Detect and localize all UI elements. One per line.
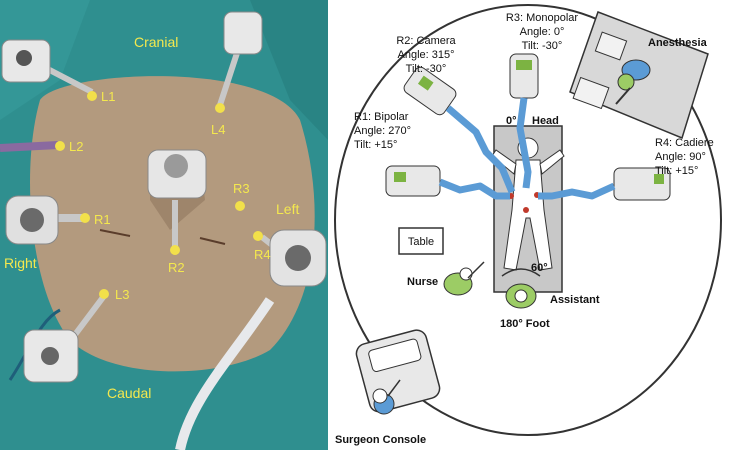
assistant-figure: 60° Assistant (501, 262, 600, 309)
trocar-right-large (5, 195, 82, 245)
arm-label-r1: R1: Bipolar Angle: 270° Tilt: +15° (354, 111, 411, 151)
arm-label-r4: R4: Cadiere Angle: 90° Tilt: +15° (655, 137, 714, 177)
svg-text:R2: R2 (168, 260, 185, 275)
svg-text:L2: L2 (69, 139, 83, 154)
back-table: Table (398, 227, 444, 255)
nurse-figure: Nurse (407, 261, 485, 296)
orientation-right: Right (4, 255, 37, 271)
svg-text:L4: L4 (211, 122, 225, 137)
svg-text:R3: R3 (233, 181, 250, 196)
robotic-arm-r2 (403, 66, 516, 194)
port-marker-R3: R3 (233, 181, 250, 211)
incision-line (99, 229, 131, 237)
port-dot (523, 207, 529, 213)
svg-text:R2: Camera: R2: Camera (396, 35, 456, 47)
svg-text:Tilt: -30°: Tilt: -30° (522, 40, 563, 52)
table-label: Table (408, 236, 434, 248)
anesthesia-station: Anesthesia (569, 11, 709, 140)
svg-text:L3: L3 (115, 287, 129, 302)
trocar-camera (147, 149, 207, 248)
foot-label: 180° Foot (500, 318, 550, 330)
port-marker-R2: R2 (168, 245, 185, 275)
svg-text:Tilt: -30°: Tilt: -30° (406, 63, 447, 75)
robotic-arm-r1 (385, 165, 510, 200)
port-marker-R4: R4 (253, 231, 271, 262)
orientation-cranial: Cranial (134, 34, 178, 50)
anesthesia-label: Anesthesia (648, 37, 708, 49)
or-layout-diagram: Anesthesia (334, 4, 722, 446)
trocar-bottom (23, 294, 107, 383)
irrigation-tube (175, 297, 275, 450)
assistant-label: Assistant (550, 294, 600, 306)
orientation-caudal: Caudal (107, 385, 151, 401)
operating-table (491, 125, 565, 293)
arm-label-r3: R3: Monopolar Angle: 0° Tilt: -30° (506, 12, 578, 52)
svg-text:R4: R4 (254, 247, 271, 262)
port-marker-L1: L1 (87, 89, 115, 104)
trocar-top-right (217, 11, 263, 106)
svg-text:R1: Bipolar: R1: Bipolar (354, 111, 409, 123)
port-marker-R1: R1 (80, 212, 111, 227)
room-boundary (334, 4, 722, 436)
trocar-left-side (260, 229, 327, 287)
port-marker-L2: L2 (55, 139, 83, 154)
surgeon-console-label: Surgeon Console (335, 434, 426, 446)
svg-text:R1: R1 (94, 212, 111, 227)
orientation-left: Left (276, 201, 299, 217)
svg-text:Angle: 90°: Angle: 90° (655, 151, 706, 163)
svg-text:Tilt: +15°: Tilt: +15° (655, 165, 698, 177)
nurse-label: Nurse (407, 276, 438, 288)
svg-text:L1: L1 (101, 89, 115, 104)
incision-line (199, 237, 226, 245)
robotic-arm-r4 (538, 167, 671, 201)
head-angle-label: 0° (506, 115, 517, 127)
surgeon-console: Surgeon Console (335, 329, 441, 446)
svg-text:R3: Monopolar: R3: Monopolar (506, 12, 578, 24)
port-marker-L3: L3 (99, 287, 129, 302)
port-marker-L4: L4 (211, 103, 225, 137)
robotic-arm-r3 (509, 53, 539, 189)
trocar-left (0, 141, 59, 152)
svg-text:Tilt: +15°: Tilt: +15° (354, 139, 397, 151)
svg-text:Angle: 270°: Angle: 270° (354, 125, 411, 137)
arm-label-r2: R2: Camera Angle: 315° Tilt: -30° (396, 35, 456, 75)
svg-text:Angle: 0°: Angle: 0° (520, 26, 565, 38)
svg-text:R4: Cadiere: R4: Cadiere (655, 137, 714, 149)
assistant-angle-label: 60° (531, 262, 548, 274)
head-label: Head (532, 115, 559, 127)
surgical-photo: Cranial Caudal Left Right L1 L2 L3 L4 R1… (0, 0, 328, 450)
drape-fold (250, 0, 328, 140)
svg-text:Angle: 315°: Angle: 315° (398, 49, 455, 61)
trocar-top-left (1, 39, 94, 95)
